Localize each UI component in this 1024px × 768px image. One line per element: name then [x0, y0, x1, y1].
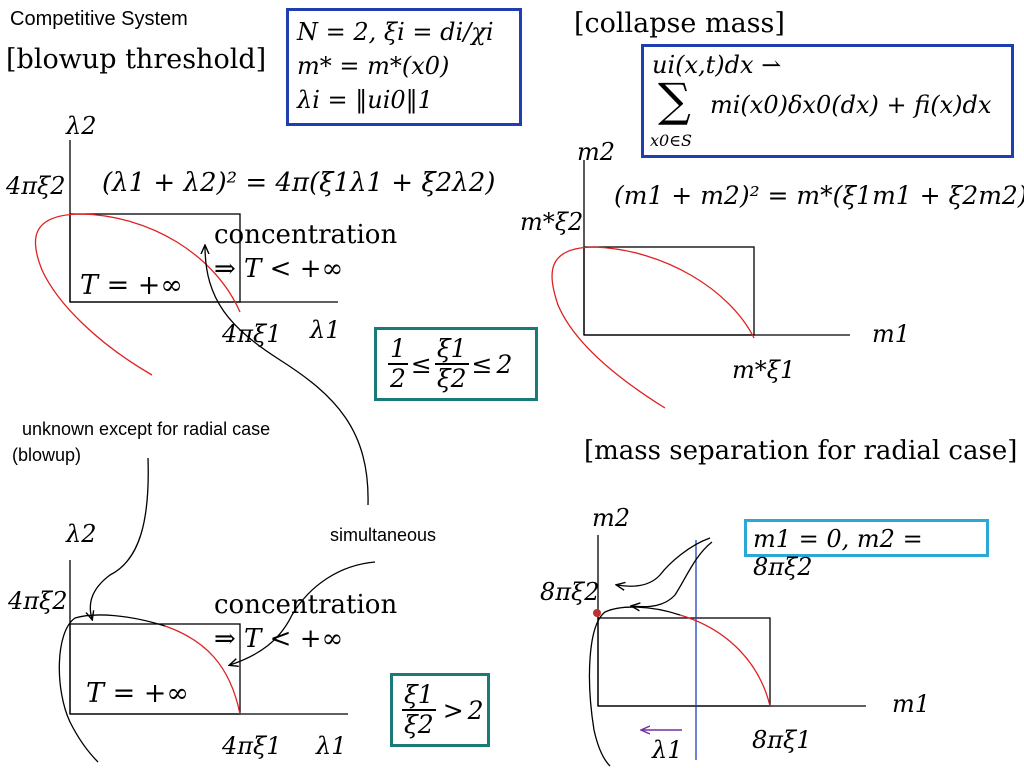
- bl-y-tick-label: 4πξ2: [8, 587, 68, 615]
- bl-curve-red: [164, 625, 241, 715]
- bl-curve-black: [58, 614, 166, 763]
- mass-box-arrow-1: [617, 537, 711, 586]
- unknown-note: unknown except for radial case: [22, 419, 271, 439]
- simultaneous-arrow-down: [230, 561, 376, 665]
- tr-y-axis-label: m2: [577, 138, 616, 166]
- cond-op-2: ≤: [471, 349, 493, 379]
- tl-region-label: T = +∞: [80, 270, 183, 301]
- collapse-formula-box: ui(x,t)dx ⇀ ∑ x0∈S mi(x0)δx0(dx) + fi(x)…: [641, 44, 1014, 158]
- br-lambda-label: λ1: [652, 736, 683, 764]
- tl-curve-equation: (λ1 + λ2)² = 4π(ξ1λ1 + ξ2λ2): [102, 168, 496, 198]
- tl-curve: [34, 213, 241, 376]
- parameters-box: N = 2, ξi = di/χi m* = m*(x0) λi = ‖ui0‖…: [286, 8, 522, 126]
- params-line-1: N = 2, ξi = di/χi: [297, 18, 494, 46]
- simultaneous-label: simultaneous: [330, 525, 437, 545]
- tl-plot: [34, 140, 369, 506]
- bl-y-axis-label: λ2: [66, 520, 97, 548]
- br-threshold-rect: [597, 617, 771, 707]
- tr-curve: [551, 246, 755, 409]
- tl-implies-label: ⇒ T < +∞: [214, 254, 344, 284]
- br-x-axis-label: m1: [892, 690, 931, 718]
- bl-implies-label: ⇒ T < +∞: [214, 624, 344, 654]
- bl-plot: [58, 457, 376, 763]
- mass-separation-heading: [mass separation for radial case]: [584, 436, 1018, 466]
- collapse-mass-heading: [collapse mass]: [574, 8, 785, 39]
- tl-y-tick-label: 4πξ2: [6, 172, 66, 200]
- cond-right: 2: [496, 349, 513, 379]
- unknown-note-2: (blowup): [12, 445, 82, 465]
- tl-y-axis-label: λ2: [66, 112, 97, 140]
- gt-op: >: [442, 695, 464, 725]
- tr-threshold-rect: [583, 246, 755, 336]
- sum-sign: ∑: [658, 73, 691, 127]
- cond-mid-den: ξ2: [436, 364, 467, 393]
- bl-threshold-rect: [69, 623, 241, 715]
- cond-mid-num: ξ1: [434, 335, 469, 365]
- gt-den: ξ2: [404, 710, 434, 739]
- params-line-2: m* = m*(x0): [297, 52, 450, 80]
- bl-x-axis-label: λ1: [316, 732, 347, 760]
- simultaneous-arrow-up: [205, 246, 369, 506]
- br-plot: [588, 535, 866, 767]
- mass-box-arrow-2: [632, 541, 713, 607]
- tr-x-tick-label: m*ξ1: [732, 356, 796, 384]
- tl-concentration-label: concentration: [214, 220, 398, 250]
- br-curve-black: [588, 606, 681, 767]
- formula-line-1: ui(x,t)dx ⇀: [652, 51, 782, 79]
- br-y-tick-label: 8πξ2: [540, 578, 600, 606]
- sum-index: x0∈S: [650, 131, 693, 150]
- mass-result-box: m1 = 0, m2 = 8πξ2: [744, 519, 989, 581]
- br-collapse-point: [593, 609, 601, 617]
- tl-x-axis-label: λ1: [310, 316, 341, 344]
- formula-line-2: mi(x0)δx0(dx) + fi(x)dx: [710, 91, 992, 119]
- tr-y-tick-label: m*ξ2: [520, 208, 584, 236]
- bl-region-label: T = +∞: [86, 678, 189, 709]
- tr-x-axis-label: m1: [872, 320, 911, 348]
- tl-threshold-rect: [69, 213, 241, 303]
- br-y-axis-label: m2: [592, 504, 631, 532]
- cond-left-num: 1: [388, 335, 408, 365]
- gt-num: ξ1: [402, 681, 436, 711]
- unknown-arrow: [90, 457, 149, 619]
- br-x-tick-label: 8πξ1: [752, 726, 812, 754]
- blowup-threshold-heading: [blowup threshold]: [6, 44, 267, 75]
- bl-x-tick-label: 4πξ1: [222, 732, 282, 760]
- cond-op-1: ≤: [410, 349, 432, 379]
- tr-curve-equation: (m1 + m2)² = m*(ξ1m1 + ξ2m2): [614, 181, 1024, 210]
- tl-x-tick-label: 4πξ1: [222, 320, 282, 348]
- tr-plot: [551, 160, 850, 409]
- cond-left-den: 2: [390, 364, 406, 393]
- br-curve-red: [679, 614, 771, 707]
- page-title: Competitive System: [10, 8, 188, 30]
- gt-right: 2: [467, 695, 484, 725]
- params-line-3: λi = ‖ui0‖1: [297, 86, 433, 114]
